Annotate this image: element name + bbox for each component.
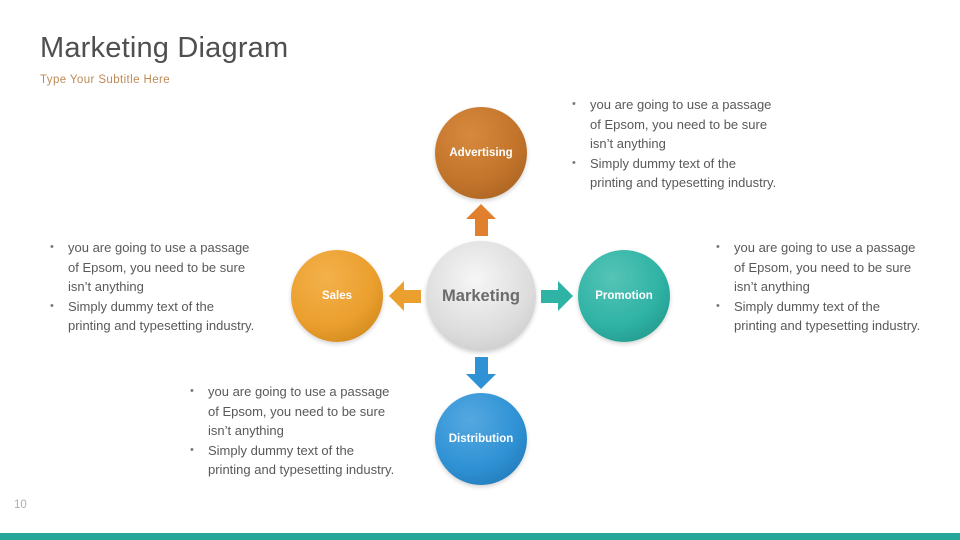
bullet-item: • Simply dummy text of the printing and … bbox=[190, 441, 395, 480]
arrow-left-icon bbox=[389, 281, 421, 311]
bullet-text: Simply dummy text of the printing and ty… bbox=[590, 155, 777, 191]
bullet-marker-icon: • bbox=[50, 299, 54, 312]
arrow-stem bbox=[474, 219, 488, 236]
arrow-stem bbox=[404, 289, 421, 303]
text-block-advertising: • you are going to use a passage of Epso… bbox=[572, 95, 777, 193]
page-number: 10 bbox=[14, 499, 27, 511]
bullet-marker-icon: • bbox=[716, 299, 720, 312]
node-advertising: Advertising bbox=[435, 107, 527, 199]
bullet-text: Simply dummy text of the printing and ty… bbox=[208, 442, 395, 478]
arrow-head bbox=[558, 281, 573, 311]
node-label: Sales bbox=[321, 290, 353, 302]
bullet-item: • you are going to use a passage of Epso… bbox=[50, 238, 255, 297]
text-block-distribution: • you are going to use a passage of Epso… bbox=[190, 382, 395, 480]
arrow-head bbox=[466, 204, 496, 219]
center-label: Marketing bbox=[442, 286, 520, 305]
arrow-stem bbox=[474, 357, 488, 374]
bullet-item: • you are going to use a passage of Epso… bbox=[716, 238, 921, 297]
arrow-head bbox=[389, 281, 404, 311]
arrow-up-icon bbox=[466, 204, 496, 236]
bullet-text: Simply dummy text of the printing and ty… bbox=[68, 298, 255, 334]
bullet-marker-icon: • bbox=[50, 241, 54, 253]
bullet-text: you are going to use a passage of Epsom,… bbox=[68, 240, 250, 294]
text-block-sales: • you are going to use a passage of Epso… bbox=[50, 238, 255, 336]
bullet-text: you are going to use a passage of Epsom,… bbox=[734, 240, 916, 294]
bullet-item: • Simply dummy text of the printing and … bbox=[50, 297, 255, 336]
bullet-item: • Simply dummy text of the printing and … bbox=[572, 154, 777, 193]
node-sales: Sales bbox=[291, 250, 383, 342]
bullet-marker-icon: • bbox=[572, 98, 576, 110]
node-marketing-center: Marketing bbox=[426, 241, 536, 351]
node-label: Distribution bbox=[448, 433, 514, 445]
text-block-promotion: • you are going to use a passage of Epso… bbox=[716, 238, 921, 336]
bullet-marker-icon: • bbox=[190, 443, 194, 456]
arrow-down-icon bbox=[466, 357, 496, 389]
page-title: Marketing Diagram bbox=[40, 32, 289, 64]
footer-accent-bar bbox=[0, 533, 960, 540]
node-promotion: Promotion bbox=[578, 250, 670, 342]
bullet-text: you are going to use a passage of Epsom,… bbox=[208, 384, 390, 438]
bullet-marker-icon: • bbox=[572, 156, 576, 169]
node-label: Promotion bbox=[595, 290, 653, 302]
arrow-right-icon bbox=[541, 281, 573, 311]
slide-header: Marketing Diagram Type Your Subtitle Her… bbox=[40, 32, 288, 86]
bullet-text: you are going to use a passage of Epsom,… bbox=[590, 97, 772, 151]
bullet-marker-icon: • bbox=[190, 385, 194, 397]
bullet-text: Simply dummy text of the printing and ty… bbox=[734, 298, 921, 334]
arrow-stem bbox=[541, 289, 558, 303]
bullet-item: • Simply dummy text of the printing and … bbox=[716, 297, 921, 336]
bullet-marker-icon: • bbox=[716, 241, 720, 253]
bullet-item: • you are going to use a passage of Epso… bbox=[190, 382, 395, 441]
node-distribution: Distribution bbox=[435, 393, 527, 485]
bullet-item: • you are going to use a passage of Epso… bbox=[572, 95, 777, 154]
node-label: Advertising bbox=[449, 147, 513, 159]
page-subtitle: Type Your Subtitle Here bbox=[40, 74, 171, 86]
arrow-head bbox=[466, 374, 496, 389]
